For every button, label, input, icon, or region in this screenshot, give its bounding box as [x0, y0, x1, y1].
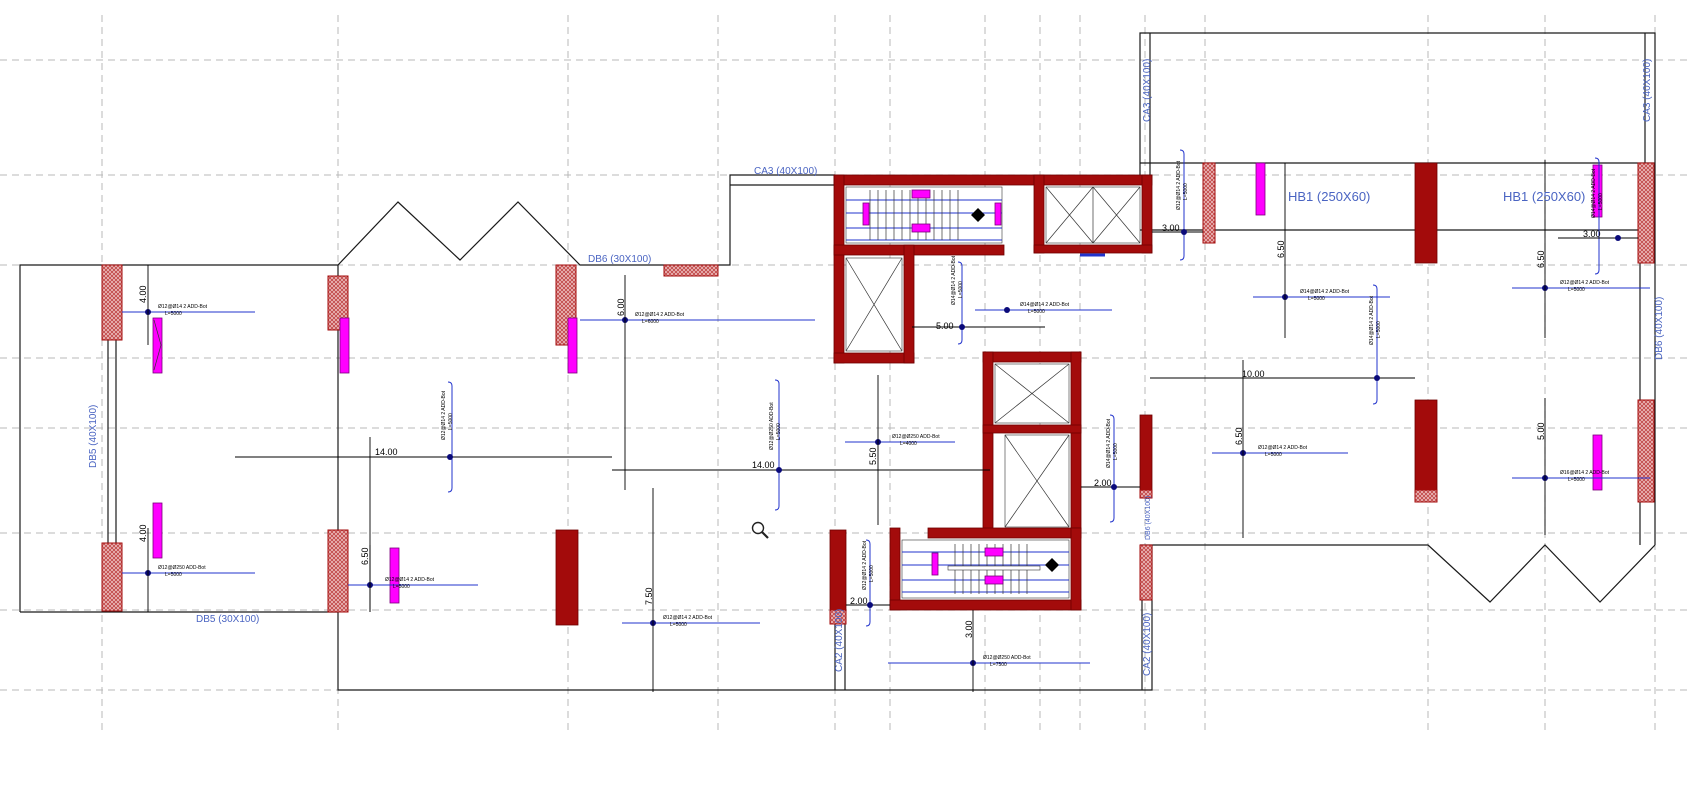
beam-label-db6: DB6 (30X100) — [588, 254, 651, 265]
beam-label-ca3-left: CA3 (40X100) — [1142, 59, 1153, 122]
rebar-length: L=7500 — [990, 662, 1007, 668]
rebar-label: Ø14@Ø14 2 ADD-Bot — [1591, 168, 1597, 218]
rebar-label: Ø14@Ø14 2 ADD-Bot — [1106, 418, 1112, 468]
rebar-label: Ø12@Ø250 ADD-Bot — [158, 565, 206, 571]
rebar-label: Ø14@Ø14 2 ADD-Bot — [1300, 289, 1350, 295]
rebar-length: L=5000 — [1308, 296, 1325, 302]
dim-label: 6.50 — [1276, 240, 1286, 258]
columns — [101, 162, 1655, 625]
beam-label-db6-mid: DB6 (40X100) — [1145, 496, 1152, 540]
rebar-length: L=4000 — [900, 441, 917, 447]
stair-bottom — [901, 539, 1070, 599]
rebar-length: L=5000 — [165, 311, 182, 317]
rebar-length: L=5000 — [448, 413, 454, 430]
beam-label-ca3-top: CA3 (40X100) — [754, 166, 817, 177]
dim-label: 5.00 — [936, 321, 954, 331]
beam-label-hb1-b: HB1 (250X60) — [1503, 189, 1585, 204]
rebar-length: L=5000 — [670, 622, 687, 628]
beam-label-ca3-right: CA3 (40X100) — [1642, 59, 1653, 122]
dim-label: 2.00 — [850, 596, 868, 606]
elevator-shafts — [845, 186, 1141, 528]
dim-label: 7.50 — [644, 587, 654, 605]
stair-top — [845, 186, 1003, 244]
rebar-vertical: Ø12@Ø14 2 ADD-Bot L=5000 Ø12@Ø250 ADD-Bo… — [441, 149, 1604, 627]
rebar-label: Ø12@Ø250 ADD-Bot — [983, 655, 1031, 661]
rebar-label: Ø14@Ø14 2 ADD-Bot — [951, 255, 957, 305]
magnifier-icon[interactable] — [751, 521, 769, 539]
dim-label: 4.00 — [138, 524, 148, 542]
rebar-label: Ø12@Ø14 2 ADD-Bot — [385, 577, 435, 583]
dim-label: 5.50 — [868, 447, 878, 465]
rebar-length: L=5000 — [1598, 193, 1604, 210]
dim-label: 5.00 — [1536, 422, 1546, 440]
rebar-length: L=5000 — [776, 423, 782, 440]
rebar-length: L=5000 — [1376, 321, 1382, 338]
rebar-label: Ø12@Ø14 2 ADD-Bot — [1258, 445, 1308, 451]
dim-label: 3.00 — [1162, 223, 1180, 233]
rebar-label: Ø12@Ø14 2 ADD-Bot — [862, 540, 868, 590]
rebar-horizontal: Ø12@Ø14 2 ADD-Bot L=5000 Ø12@Ø14 2 ADD-B… — [122, 280, 1650, 668]
column-markers — [152, 162, 1603, 604]
rebar-label: Ø12@Ø14 2 ADD-Bot — [663, 615, 713, 621]
rebar-label: Ø12@Ø14 2 ADD-Bot — [441, 390, 447, 440]
rebar-label: Ø14@Ø14 2 ADD-Bot — [1369, 295, 1375, 345]
beam-label-hb1-a: HB1 (250X60) — [1288, 189, 1370, 204]
beam-labels: CA3 (40X100) CA3 (40X100) CA3 (40X100) D… — [88, 59, 1665, 676]
rebar-length: L=5000 — [1113, 443, 1119, 460]
rebar-length: L=5000 — [1028, 309, 1045, 315]
rebar-length: L=5000 — [958, 281, 964, 298]
rebar-length: L=5000 — [1568, 287, 1585, 293]
rebar-length: L=5000 — [1568, 477, 1585, 483]
dim-label: 4.00 — [138, 285, 148, 303]
dim-label: 14.00 — [752, 460, 775, 470]
rebar-label: Ø12@Ø250 ADD-Bot — [892, 434, 940, 440]
beam-label-db5-left: DB5 (40X100) — [88, 405, 99, 468]
core-walls — [555, 162, 1438, 626]
rebar-label: Ø12@Ø14 2 ADD-Bot — [635, 312, 685, 318]
dim-label: 6.50 — [1536, 250, 1546, 268]
dim-label: 6.00 — [616, 298, 626, 316]
rebar-label: Ø12@Ø14 2 ADD-Bot — [158, 304, 208, 310]
dim-label: 14.00 — [375, 447, 398, 457]
dim-label: 6.50 — [1234, 427, 1244, 445]
rebar-label: Ø12@Ø250 ADD-Bot — [769, 402, 775, 450]
rebar-length: L=5000 — [393, 584, 410, 590]
dim-label: 3.00 — [1583, 229, 1601, 239]
rebar-length: L=5000 — [869, 565, 875, 582]
rebar-length: L=5000 — [165, 572, 182, 578]
beam-label-ca2-left: CA2 (40X100) — [834, 609, 845, 672]
dim-label: 2.00 — [1094, 478, 1112, 488]
beam-label-ca2-right: CA2 (40X100) — [1142, 613, 1153, 676]
rebar-label: Ø12@Ø14 2 ADD-Bot — [1560, 280, 1610, 286]
rebar-length: L=5000 — [1265, 452, 1282, 458]
dimension-lines: 4.00 4.00 6.50 14.00 14.00 6.00 7.50 5.5… — [138, 160, 1638, 692]
rebar-length: L=6000 — [642, 319, 659, 325]
rebar-label: Ø12@Ø14 2 ADD-Bot — [1176, 160, 1182, 210]
dim-label: 3.00 — [964, 620, 974, 638]
rebar-label: Ø16@Ø14 2 ADD-Bot — [1560, 470, 1610, 476]
beam-label-db6-right: DB6 (40X100) — [1654, 297, 1665, 360]
dim-label: 6.50 — [360, 547, 370, 565]
rebar-label: Ø14@Ø14 2 ADD-Bot — [1020, 302, 1070, 308]
beam-label-db5-bottom: DB5 (30X100) — [196, 614, 259, 625]
dim-label: 10.00 — [1242, 369, 1265, 379]
rebar-length: L=5000 — [1183, 183, 1189, 200]
